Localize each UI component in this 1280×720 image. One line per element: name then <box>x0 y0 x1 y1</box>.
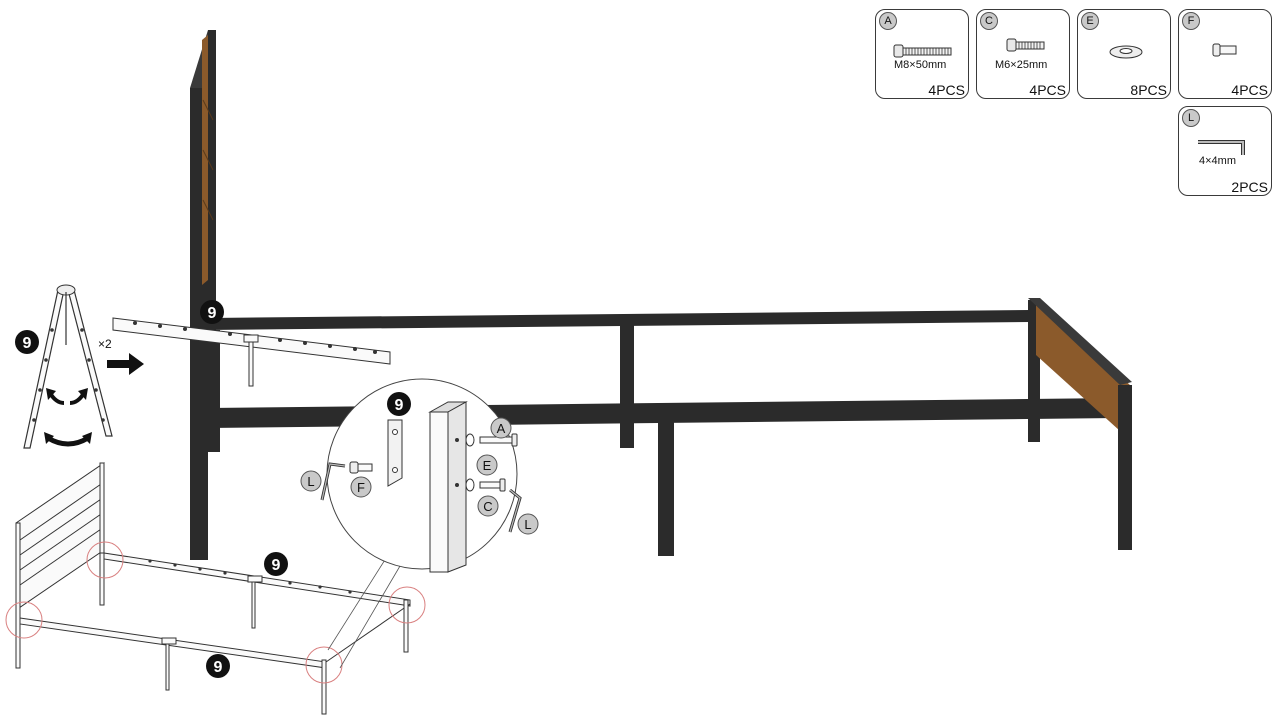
svg-text:L: L <box>307 474 314 489</box>
svg-text:C: C <box>483 499 492 514</box>
multiplier-text: ×2 <box>98 337 112 351</box>
callout-label-f: F <box>350 476 372 498</box>
part-size-c: M6×25mm <box>995 59 1048 71</box>
part-letter-e: E <box>1081 12 1099 30</box>
callout-label-a: A <box>490 417 512 439</box>
step-badge-overview-near: 9 <box>206 654 230 678</box>
svg-text:9: 9 <box>214 659 223 676</box>
callout-label-e: E <box>476 454 498 476</box>
step-badge-overview-far: 9 <box>264 552 288 576</box>
part-qty-f: 4PCS <box>1231 82 1268 98</box>
part-qty-e: 8PCS <box>1130 82 1167 98</box>
svg-text:E: E <box>483 458 492 473</box>
bed-frame-overview <box>15 462 411 715</box>
washer-icon <box>1109 45 1143 59</box>
part-size-l: 4×4mm <box>1199 155 1236 167</box>
part-letter-c: C <box>980 12 998 30</box>
part-qty-l: 2PCS <box>1231 179 1268 195</box>
part-card-l: L 4×4mm 2PCS <box>1178 106 1272 196</box>
step-badge-callout: 9 <box>395 397 404 414</box>
svg-text:9: 9 <box>208 305 217 322</box>
dowel-pin-icon <box>1212 43 1237 57</box>
arrow-right-icon <box>107 353 144 375</box>
svg-text:9: 9 <box>272 557 281 574</box>
part-letter-a: A <box>879 12 897 30</box>
part-card-c: C M6×25mm 4PCS <box>976 9 1070 99</box>
part-card-e: E 8PCS <box>1077 9 1171 99</box>
step-badge-main: 9 <box>200 300 224 324</box>
bolt-long-icon <box>893 44 952 58</box>
callout-label-l-left: L <box>300 470 322 492</box>
joint-highlights <box>5 541 426 684</box>
svg-text:A: A <box>497 421 506 436</box>
callout-label-c: C <box>477 495 499 517</box>
svg-text:F: F <box>357 480 365 495</box>
part-card-f: F 4PCS <box>1178 9 1272 99</box>
step-badge-fold <box>15 330 39 354</box>
callout-label-l-right: L <box>517 513 539 535</box>
bolt-short-icon <box>1006 38 1045 52</box>
allen-key-icon <box>1198 140 1245 155</box>
part-size-a: M8×50mm <box>894 59 947 71</box>
part-qty-c: 4PCS <box>1029 82 1066 98</box>
joint-detail-callout: 9 <box>320 378 522 573</box>
part-qty-a: 4PCS <box>928 82 965 98</box>
part-card-a: A M8×50mm 4PCS <box>875 9 969 99</box>
headboard <box>190 30 216 560</box>
svg-text:L: L <box>524 517 531 532</box>
footboard <box>1028 298 1132 550</box>
folding-rail-instruction: 9 ×2 <box>15 284 144 449</box>
exploded-side-rail <box>112 317 391 387</box>
step-badge-fold-text: 9 <box>23 335 32 352</box>
part-letter-f: F <box>1182 12 1200 30</box>
part-letter-l: L <box>1182 109 1200 127</box>
